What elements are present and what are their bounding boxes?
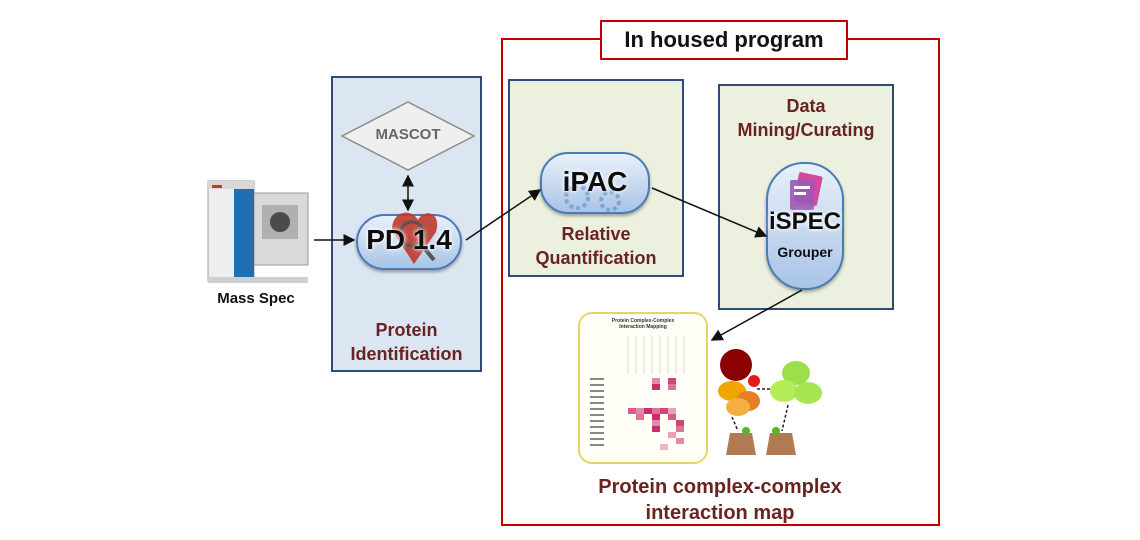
protein-complex-illustration bbox=[712, 345, 827, 460]
relative-quantification-line1: Relative bbox=[561, 224, 631, 244]
mapping-title-line2: Interaction Mapping bbox=[619, 324, 667, 330]
interaction-mapping-card: Protein Complex-Complex Interaction Mapp… bbox=[578, 312, 708, 464]
data-mining-line2: Mining/Curating bbox=[737, 120, 875, 140]
relative-quantification-label: Relative Quantification bbox=[508, 222, 684, 270]
interaction-map-line2: interaction map bbox=[645, 502, 795, 524]
ispec-logo-icon bbox=[786, 170, 826, 216]
pd-label: PD 1.4 bbox=[366, 224, 452, 255]
protein-identification-line1: Protein bbox=[375, 320, 438, 340]
relative-quantification-line2: Quantification bbox=[535, 248, 657, 268]
heatmap-grid bbox=[590, 336, 685, 450]
mascot-label: MASCOT bbox=[375, 126, 441, 143]
ispec-label: iSPEC bbox=[768, 208, 842, 235]
ipac-pill bbox=[540, 152, 650, 214]
interaction-map-line1: Protein complex-complex bbox=[598, 476, 842, 498]
mass-spec-instrument bbox=[200, 175, 310, 285]
protein-identification-line2: Identification bbox=[350, 344, 463, 364]
data-mining-line1: Data bbox=[786, 96, 826, 116]
mascot-diamond bbox=[340, 100, 476, 172]
data-mining-label: Data Mining/Curating bbox=[718, 94, 894, 142]
protein-identification-label: Protein Identification bbox=[331, 318, 482, 366]
arrow-ispec-to-map bbox=[710, 289, 803, 341]
inhouse-title-box: In housed program bbox=[600, 20, 848, 60]
inhouse-title: In housed program bbox=[624, 27, 824, 52]
gear-icon bbox=[555, 175, 635, 213]
mapping-title-line1: Protein Complex-Complex bbox=[611, 318, 675, 324]
ipac-label: iPAC bbox=[562, 166, 628, 197]
arrow-ipac-to-ispec bbox=[651, 187, 768, 238]
pd-logo-icon bbox=[384, 200, 442, 272]
arrow-pd-to-ipac bbox=[465, 189, 542, 241]
ispec-sub-label: Grouper bbox=[777, 244, 833, 260]
interaction-map-label: Protein complex-complex interaction map bbox=[540, 474, 900, 526]
mass-spec-label: Mass Spec bbox=[217, 290, 295, 307]
